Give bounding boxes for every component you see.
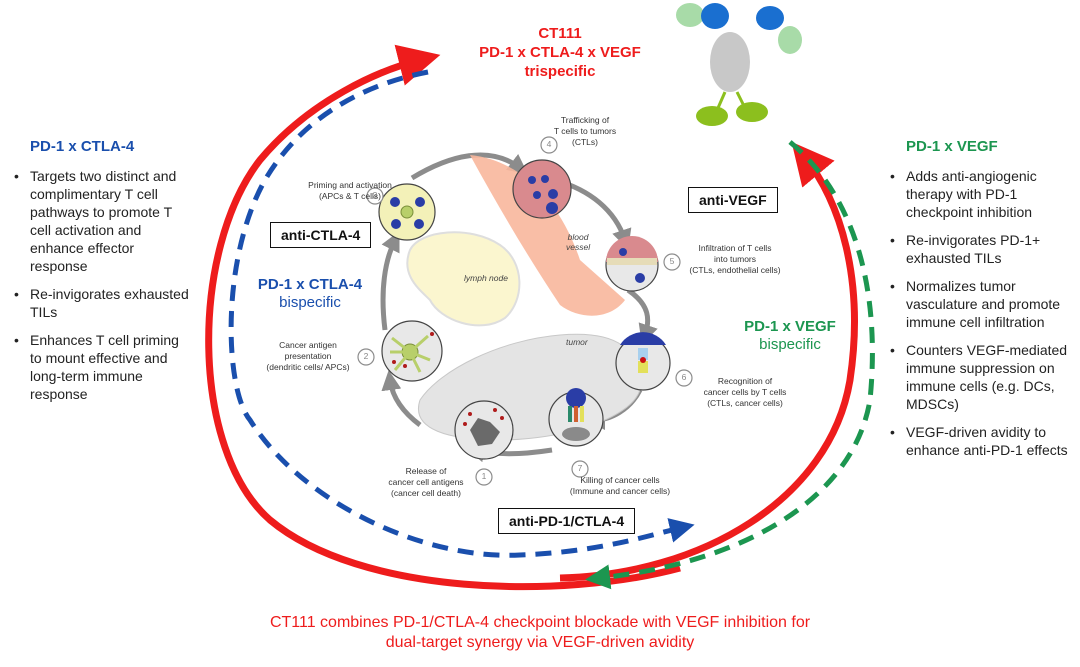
cycle-arc-3-4 — [410, 152, 528, 181]
step-3-illustration — [378, 183, 436, 241]
left-panel-bullets: Targets two distinct and complimentary T… — [12, 167, 192, 403]
trispecific-arc-left — [205, 44, 681, 591]
step-2-line: Cancer antigen — [279, 340, 337, 350]
trispecific-antibody-structure — [676, 3, 802, 126]
step-5-line: (CTLs, endothelial cells) — [689, 265, 781, 275]
bullet-item: Counters VEGF-mediated immune suppressio… — [888, 341, 1078, 413]
bullet-item: Re-invigorates PD-1+ exhausted TILs — [888, 231, 1078, 267]
step-1-line: cancer cell antigens — [388, 477, 464, 487]
step-4-line: (CTLs) — [572, 137, 598, 147]
ctla4-bispecific-label: PD-1 x CTLA-4 bispecific — [240, 276, 380, 312]
step-6-line: (CTLs, cancer cells) — [707, 398, 783, 408]
step-7-line: Killing of cancer cells — [580, 475, 660, 485]
right-panel-title: PD-1 x VEGF — [906, 138, 998, 155]
step-number-4: 4 — [546, 139, 552, 149]
step-number-7: 7 — [577, 463, 583, 473]
vegf-bispecific-format: bispecific — [759, 336, 821, 353]
blood-vessel-line: vessel — [566, 242, 591, 252]
ctla4-bispecific-arc — [228, 69, 695, 558]
step-1-line: Release of — [405, 466, 447, 476]
step-2-illustration — [381, 320, 443, 382]
tumor-label: tumor — [566, 337, 588, 347]
step-numbers — [357, 136, 693, 486]
step-5-label: Infiltration of T cells into tumors (CTL… — [680, 243, 790, 276]
vegf-bispecific-label: PD-1 x VEGF bispecific — [730, 318, 850, 354]
lymph-node — [406, 231, 521, 327]
footer-line-2: dual-target synergy via VEGF-driven avid… — [385, 634, 695, 651]
lymph-node-label: lymph node — [464, 273, 508, 283]
step-6-illustration — [615, 332, 671, 391]
step-number-3: 3 — [372, 190, 378, 200]
vegf-bispecific-targets: PD-1 x VEGF — [744, 318, 836, 335]
vegf-bispecific-arc — [585, 140, 875, 590]
step-2-line: presentation — [284, 351, 332, 361]
step-4-illustration — [512, 159, 572, 219]
step-1-label: Release of cancer cell antigens (cancer … — [376, 466, 476, 499]
step-4-label: Trafficking of T cells to tumors (CTLs) — [540, 115, 630, 148]
blood-vessel — [470, 155, 625, 316]
title-format: trispecific — [524, 63, 596, 80]
step-4-line: T cells to tumors — [553, 126, 617, 136]
bullet-item: Re-invigorates exhausted TILs — [12, 285, 192, 321]
anti-vegf-box: anti-VEGF — [688, 187, 778, 213]
footer-summary: CT111 combines PD-1/CTLA-4 checkpoint bl… — [0, 613, 1080, 653]
right-panel: PD-1 x VEGF Adds anti-angiogenic therapy… — [888, 138, 1078, 469]
step-4-line: Trafficking of — [560, 115, 610, 125]
step-7-line: (Immune and cancer cells) — [569, 486, 671, 496]
left-panel-title: PD-1 x CTLA-4 — [30, 138, 135, 155]
ctla4-bispecific-targets: PD-1 x CTLA-4 — [257, 276, 363, 293]
step-2-line: (dendritic cells/ APCs) — [266, 362, 350, 372]
step-3-label: Priming and activation (APCs & T cells) — [300, 180, 400, 202]
center-title: CT111 PD-1 x CTLA-4 x VEGF trispecific — [460, 24, 660, 81]
step-5-line: Infiltration of T cells — [698, 243, 772, 253]
step-number-5: 5 — [669, 256, 675, 266]
step-6-label: Recognition of cancer cells by T cells (… — [690, 376, 800, 409]
cycle-arc-1-2 — [381, 370, 422, 427]
title-product: CT111 — [538, 25, 582, 42]
bullet-item: VEGF-driven avidity to enhance anti-PD-1… — [888, 423, 1078, 459]
step-7-label: Killing of cancer cells (Immune and canc… — [555, 475, 685, 497]
ctla4-bispecific-format: bispecific — [279, 294, 341, 311]
step-number-1: 1 — [481, 471, 487, 481]
blood-vessel-line: blood — [567, 232, 589, 242]
blood-vessel-label: blood vessel — [566, 232, 590, 252]
step-2-label: Cancer antigen presentation (dendritic c… — [258, 340, 358, 373]
step-number-6: 6 — [681, 372, 687, 382]
left-panel: PD-1 x CTLA-4 Targets two distinct and c… — [12, 138, 192, 413]
bullet-item: Adds anti-angiogenic therapy with PD-1 c… — [888, 167, 1078, 221]
step-3-line: (APCs & T cells) — [318, 191, 382, 201]
anti-ctla4-box: anti-CTLA-4 — [270, 222, 372, 248]
bullet-item: Normalizes tumor vasculature and promote… — [888, 277, 1078, 331]
bullet-item: Targets two distinct and complimentary T… — [12, 167, 192, 275]
footer-line-1: CT111 combines PD-1/CTLA-4 checkpoint bl… — [269, 614, 811, 631]
step-number-2: 2 — [363, 351, 369, 361]
bullet-item: Enhances T cell priming to mount effecti… — [12, 331, 192, 403]
cycle-arc-2-3 — [380, 231, 400, 331]
tumor-mass — [418, 333, 641, 441]
trispecific-arc-right — [559, 141, 858, 582]
right-panel-bullets: Adds anti-angiogenic therapy with PD-1 c… — [888, 167, 1078, 459]
cycle-arc-5-6 — [626, 287, 658, 345]
step-6-line: cancer cells by T cells — [703, 387, 787, 397]
title-targets: PD-1 x CTLA-4 x VEGF — [479, 44, 641, 61]
step-5-line: into tumors — [713, 254, 757, 264]
step-3-line: Priming and activation — [308, 180, 392, 190]
step-1-illustration — [454, 400, 514, 460]
step-5-illustration — [605, 236, 659, 292]
step-7-illustration — [548, 388, 604, 447]
step-1-line: (cancer cell death) — [391, 488, 461, 498]
anti-pd1-ctla4-box: anti-PD-1/CTLA-4 — [498, 508, 636, 534]
step-6-line: Recognition of — [717, 376, 773, 386]
